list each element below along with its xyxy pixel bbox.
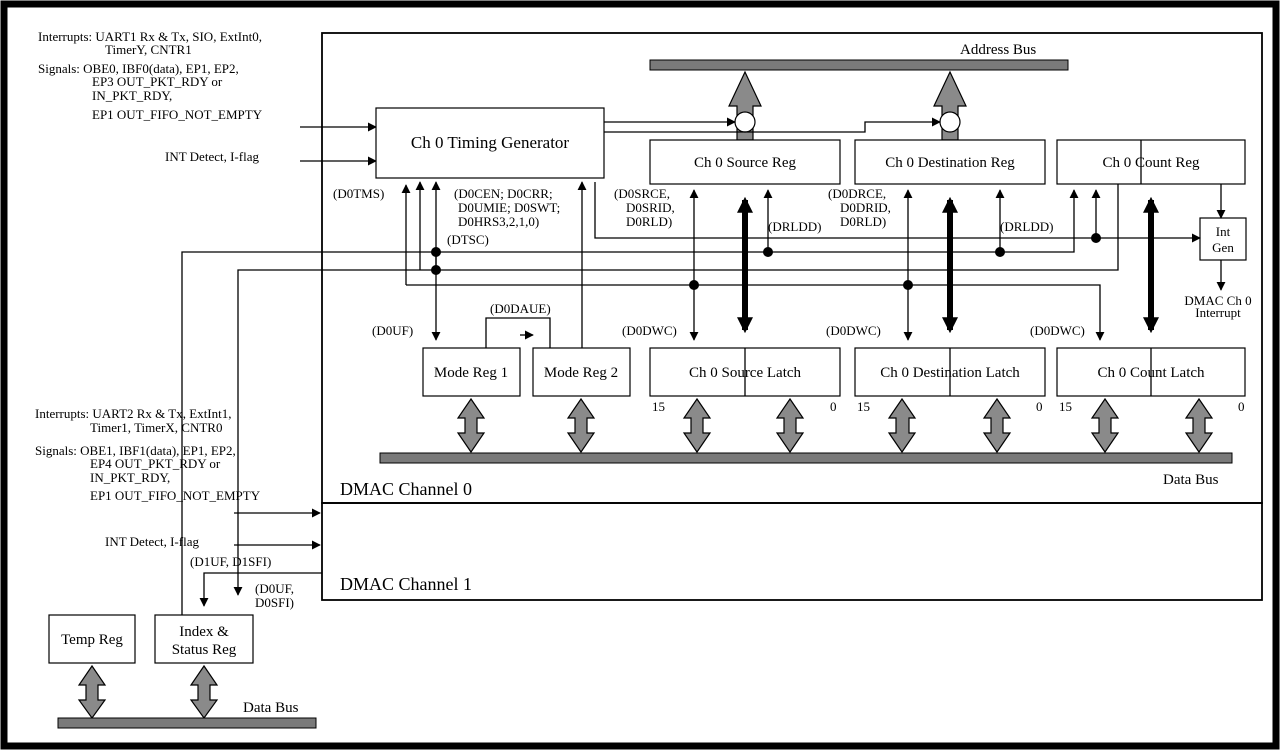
svg-text:EP3 OUT_PKT_RDY or: EP3 OUT_PKT_RDY or [92,74,223,89]
signal-d1uf-d1sfi: (D1UF, D1SFI) [190,554,271,569]
ch0-count-latch-label: Ch 0 Count Latch [1097,365,1205,381]
dmac-channel-1-label: DMAC Channel 1 [340,574,472,594]
svg-text:Interrupts: UART1 Rx & Tx, SIO: Interrupts: UART1 Rx & Tx, SIO, ExtInt0, [38,29,262,44]
svg-text:15: 15 [1059,399,1072,414]
channel-1-trigger-sources: Interrupts: UART2 Rx & Tx, ExtInt1, Time… [35,406,261,549]
svg-text:Signals: OBE1, IBF1(data), EP1: Signals: OBE1, IBF1(data), EP1, EP2, [35,443,236,458]
source-address-mux [734,111,756,133]
tg-to-int-gen [594,182,1201,243]
svg-text:0: 0 [830,399,837,414]
d0tms-to-count-latch [406,284,1105,341]
dmac-channel-0-label: DMAC Channel 0 [340,479,472,499]
ch0-count-reg [1056,139,1246,185]
ch0-source-reg [649,139,841,185]
mode-reg-1-label: Mode Reg 1 [434,365,508,381]
signal-drldd-source: (DRLDD) [768,219,821,234]
ch0-source-latch-label: Ch 0 Source Latch [689,365,802,381]
temp-reg [48,614,136,664]
signal-d0drce: (D0DRCE, [828,186,886,201]
signal-d0hrs: D0HRS3,2,1,0) [458,214,539,229]
ch0-destination-reg [854,139,1046,185]
ch0-destination-reg-label: Ch 0 Destination Reg [885,155,1015,171]
address-bus [649,59,1069,71]
signal-d0uf-2: D0SFI) [255,595,294,610]
data-bus-lower [57,717,317,729]
ch0-count-reg-label: Ch 0 Count Reg [1102,155,1200,171]
mode-reg-2 [532,347,631,397]
svg-text:Signals: OBE0, IBF0(data), EP1: Signals: OBE0, IBF0(data), EP1, EP2, [38,61,239,76]
ch0-timing-generator-label: Ch 0 Timing Generator [411,133,570,152]
svg-text:0: 0 [1238,399,1245,414]
dmac-interrupt-label-2: Interrupt [1195,305,1241,320]
d0daue-line [485,317,551,348]
bit-indices: 15 0 15 0 15 0 [652,399,1245,414]
svg-text:15: 15 [652,399,665,414]
mode-reg-1 [422,347,521,397]
signal-d0daue: (D0DAUE) [490,301,551,316]
svg-text:EP1 OUT_FIFO_NOT_EMPTY: EP1 OUT_FIFO_NOT_EMPTY [92,107,263,122]
signal-d0rld: D0RLD) [626,214,672,229]
dmac-interrupt-label-1: DMAC Ch 0 [1184,293,1251,308]
svg-text:0: 0 [1036,399,1043,414]
svg-text:IN_PKT_RDY,: IN_PKT_RDY, [92,88,172,103]
signal-d0srid: D0SRID, [626,200,675,215]
signal-d0cen: (D0CEN; D0CRR; [454,186,553,201]
svg-text:EP4 OUT_PKT_RDY or: EP4 OUT_PKT_RDY or [90,456,221,471]
ch0-source-reg-label: Ch 0 Source Reg [694,155,797,171]
svg-text:IN_PKT_RDY,: IN_PKT_RDY, [90,470,170,485]
signal-d0rld-dest: D0RLD) [840,214,886,229]
data-bus-lower-label: Data Bus [243,700,299,716]
signal-d0dwc-source: (D0DWC) [622,323,677,338]
index-reg-bus-arrow [189,664,219,720]
int-gen-label-1: Int [1216,224,1231,239]
signal-d0dwc-dest: (D0DWC) [826,323,881,338]
temp-reg-label: Temp Reg [61,632,123,648]
channel-0-trigger-sources: Interrupts: UART1 Rx & Tx, SIO, ExtInt0,… [38,29,263,164]
ch0-destination-latch-label: Ch 0 Destination Latch [880,365,1020,381]
mode-reg-2-label: Mode Reg 2 [544,365,618,381]
tg-to-destination-mux [604,117,941,133]
signal-dtsc: (DTSC) [447,232,489,247]
signal-d0umie: D0UMIE; D0SWT; [458,200,560,215]
svg-text:INT Detect, I-flag: INT Detect, I-flag [105,534,199,549]
d1uf-line [199,572,322,607]
index-status-reg [154,614,254,664]
data-bus-ch0 [379,452,1233,464]
data-bus-ch0-label: Data Bus [1163,472,1219,488]
svg-text:TimerY, CNTR1: TimerY, CNTR1 [105,42,192,57]
signal-drldd-dest: (DRLDD) [1000,219,1053,234]
destination-address-mux [939,111,961,133]
svg-text:Interrupts: UART2 Rx & Tx, Ext: Interrupts: UART2 Rx & Tx, ExtInt1, [35,406,232,421]
signal-d0uf: (D0UF) [372,323,413,338]
count-reg-feedback-1 [181,189,1079,620]
signal-d0tms: (D0TMS) [333,186,384,201]
svg-text:INT Detect, I-flag: INT Detect, I-flag [165,149,259,164]
address-bus-label: Address Bus [960,42,1036,58]
data-bus-double-arrows [456,397,1214,454]
int-gen-label-2: Gen [1212,240,1234,255]
signal-d0srce: (D0SRCE, [614,186,670,201]
temp-reg-bus-arrow [77,664,107,720]
svg-text:Timer1, TimerX, CNTR0: Timer1, TimerX, CNTR0 [90,420,222,435]
index-status-reg-label-1: Index & [179,624,229,640]
count-reg-feedback-2 [233,184,1119,596]
index-status-reg-label-2: Status Reg [172,642,237,658]
ch0-timing-generator [375,107,605,179]
signal-d0uf-1: (D0UF, [255,581,294,596]
dmac-channel-1-box [321,502,1263,601]
signal-d0drid: D0DRID, [840,200,891,215]
signal-d0dwc-count: (D0DWC) [1030,323,1085,338]
svg-text:EP1 OUT_FIFO_NOT_EMPTY: EP1 OUT_FIFO_NOT_EMPTY [90,488,261,503]
svg-text:15: 15 [857,399,870,414]
